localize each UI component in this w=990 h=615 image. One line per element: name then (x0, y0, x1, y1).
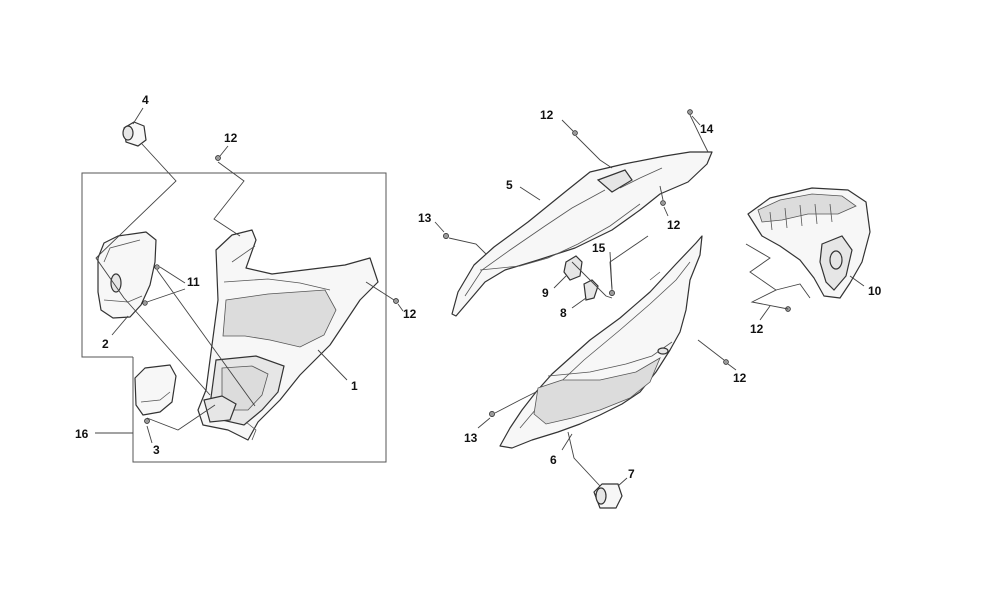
bolt-11-b (142, 300, 148, 306)
assembly-16-group (81, 107, 404, 463)
leader-clips (571, 261, 613, 299)
part-8-clip (583, 279, 599, 301)
callout-6: 6 (550, 453, 557, 467)
callout-5: 5 (506, 178, 513, 192)
assembly-16-frame (81, 172, 387, 463)
bolt-11-a (154, 264, 160, 270)
leader-bolt-3 (146, 404, 216, 431)
bolt-12-left (215, 155, 221, 161)
callout-2: 2 (102, 337, 109, 351)
part-6-lower-cover (499, 235, 703, 449)
leader-label-8 (571, 297, 587, 309)
leader-bolt-12-center (659, 185, 664, 201)
callout-1: 1 (351, 379, 358, 393)
part-1-inner-cover (197, 229, 379, 441)
callout-9: 9 (542, 286, 549, 300)
leader-bolt-12-upper (575, 135, 613, 169)
callout-15: 15 (592, 241, 606, 255)
leader-label-5 (519, 186, 541, 201)
leader-label-12-left (219, 145, 229, 157)
bolt-3 (144, 418, 150, 424)
part-7-key-cap (593, 483, 623, 509)
callout-4: 4 (142, 93, 149, 107)
leader-part-7 (567, 431, 601, 487)
callout-13-upper: 13 (418, 211, 432, 225)
part-4-key-cap (122, 121, 147, 147)
leader-label-12-tail (759, 305, 771, 321)
leader-label-2 (111, 315, 129, 336)
part-3-plate (134, 364, 177, 416)
leader-bolt-12-frame (365, 281, 395, 301)
callout-3: 3 (153, 443, 160, 457)
leader-label-13-lower (477, 417, 491, 429)
callout-7: 7 (628, 467, 635, 481)
leader-label-13-upper (434, 221, 445, 233)
bolt-15 (609, 290, 615, 296)
leader-bolt-12-top (213, 161, 245, 237)
leader-label-12-center (663, 206, 669, 217)
bolt-12-lower (723, 359, 729, 365)
leader-bolt-13-upper (448, 237, 487, 255)
callout-12-center: 12 (667, 218, 681, 232)
leader-label-3 (146, 425, 153, 444)
bolt-13-lower (489, 411, 495, 417)
bolt-12-upper (572, 130, 578, 136)
leader-label-4 (132, 107, 144, 125)
leader-label-6 (561, 433, 573, 451)
bolt-12-center (660, 200, 666, 206)
part-10-tail-section (747, 187, 871, 299)
callout-11: 11 (187, 275, 200, 289)
callout-labels: 4 12 11 2 12 1 16 3 12 14 5 13 12 15 9 8… (75, 93, 882, 481)
callout-16: 16 (75, 427, 89, 441)
part-9-clip (563, 255, 583, 281)
part-5-upper-cover (451, 151, 713, 317)
callout-14: 14 (700, 122, 714, 136)
leader-bolt-12-lower (697, 339, 725, 361)
leader-tail-a (745, 243, 789, 310)
callout-12-upper: 12 (540, 108, 554, 122)
leader-part-4-b (123, 297, 211, 396)
callout-12-lower: 12 (733, 371, 747, 385)
callout-12-frame: 12 (403, 307, 417, 321)
part-2-lid (97, 231, 157, 319)
leader-label-9 (553, 275, 567, 289)
leader-tail-b (775, 283, 811, 299)
callout-13-lower: 13 (464, 431, 478, 445)
leader-label-12-upper (561, 119, 574, 132)
leader-bolt-13-lower (494, 391, 537, 414)
leader-label-14 (691, 115, 701, 126)
leader-label-1 (317, 349, 348, 381)
leader-bolt-15 (609, 235, 649, 291)
leader-bolt-14 (689, 114, 709, 153)
leader-label-11-a (159, 266, 186, 284)
bolt-14 (687, 109, 693, 115)
leader-label-15 (609, 251, 613, 290)
callout-10: 10 (868, 284, 882, 298)
leader-label-11-b (146, 288, 186, 303)
leader-label-12-lower (727, 363, 737, 371)
leader-label-10 (849, 275, 865, 287)
bolt-13-upper (443, 233, 449, 239)
leader-part-4 (95, 143, 177, 299)
leader-label-12-frame (397, 303, 404, 312)
side-covers-group (434, 109, 871, 509)
callout-8: 8 (560, 306, 567, 320)
leader-label-7 (617, 477, 628, 487)
bolt-12-right-frame (393, 298, 399, 304)
callout-12-left-top: 12 (224, 131, 238, 145)
callout-12-tail: 12 (750, 322, 764, 336)
